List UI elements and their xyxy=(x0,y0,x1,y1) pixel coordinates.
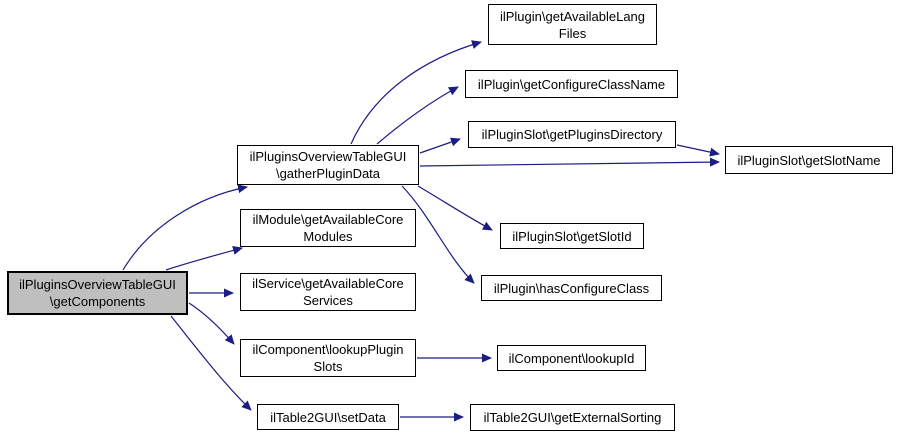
node-label-line: ilPlugin\hasConfigureClass xyxy=(493,280,650,296)
node-gatherplugindata[interactable]: ilPluginsOverviewTableGUI \gatherPluginD… xyxy=(237,145,419,185)
edge-getcomponents-coremodules xyxy=(165,246,243,271)
edge-gatherplugindata-getconfigureclass xyxy=(376,86,459,145)
node-getcomponents: ilPluginsOverviewTableGUI \getComponents xyxy=(7,271,188,315)
node-label-line: Files xyxy=(558,25,587,41)
edge-gatherplugindata-getslotid xyxy=(417,185,493,231)
node-label-line: ilModule\getAvailableCore xyxy=(252,212,404,227)
node-getslotid[interactable]: ilPluginSlot\getSlotId xyxy=(500,223,644,249)
node-label-line: ilPluginsOverviewTableGUI xyxy=(249,149,407,164)
node-label-line: Modules xyxy=(303,229,353,244)
node-label-line: ilPluginSlot\getSlotId xyxy=(512,228,632,244)
node-label-line: ilPlugin\getAvailableLang xyxy=(499,8,646,24)
node-label-line: ilService\getAvailableCore xyxy=(252,276,404,291)
node-getslotname[interactable]: ilPluginSlot\getSlotName xyxy=(725,146,893,174)
node-label-line: Slots xyxy=(313,359,343,374)
node-label-line: ilComponent\lookupPlugin xyxy=(252,342,404,357)
node-label-line: ilPluginsOverviewTableGUI xyxy=(19,277,176,292)
edge-getcomponents-gatherplugindata xyxy=(122,184,248,271)
node-label-line: ilTable2GUI\setData xyxy=(270,409,386,425)
node-label-line: ilComponent\lookupId xyxy=(508,350,635,366)
edge-getcomponents-setdata xyxy=(170,315,252,411)
node-label-line: Services xyxy=(303,293,353,308)
edge-pluginsdirectory-getslotname xyxy=(676,144,720,157)
node-setdata[interactable]: ilTable2GUI\setData xyxy=(257,404,399,430)
node-label-line: ilTable2GUI\getExternalSorting xyxy=(483,410,662,425)
node-lookupid[interactable]: ilComponent\lookupId xyxy=(497,345,646,371)
node-hasconfigureclass[interactable]: ilPlugin\hasConfigureClass xyxy=(481,275,662,301)
node-getavailablecoremodules[interactable]: ilModule\getAvailableCore Modules xyxy=(240,209,416,247)
edge-gatherplugindata-pluginsdirectory xyxy=(419,137,461,154)
node-getpluginsdirectory[interactable]: ilPluginSlot\getPluginsDirectory xyxy=(468,121,676,148)
node-label-line: \gatherPluginData xyxy=(275,166,381,181)
edge-gatherplugindata-getslotname xyxy=(419,157,720,167)
edge-gatherplugindata-hasconfigureclass xyxy=(401,185,475,284)
edge-getcomponents-lookuppluginslots xyxy=(188,302,235,345)
node-getavailablecoreservices[interactable]: ilService\getAvailableCore Services xyxy=(240,273,416,311)
node-getavailablelangfiles[interactable]: ilPlugin\getAvailableLang Files xyxy=(488,4,657,45)
node-getconfigureclassname[interactable]: ilPlugin\getConfigureClassName xyxy=(465,70,678,98)
node-label-line: ilPlugin\getConfigureClassName xyxy=(477,76,666,92)
node-lookuppluginslots[interactable]: ilComponent\lookupPlugin Slots xyxy=(240,339,416,377)
node-label-line: \getComponents xyxy=(49,294,146,309)
node-label-line: ilPluginSlot\getSlotName xyxy=(737,152,881,168)
node-label-line: ilPluginSlot\getPluginsDirectory xyxy=(481,127,663,142)
node-getexternalsorting[interactable]: ilTable2GUI\getExternalSorting xyxy=(470,404,675,431)
edge-gatherplugindata-langfiles xyxy=(350,40,482,145)
